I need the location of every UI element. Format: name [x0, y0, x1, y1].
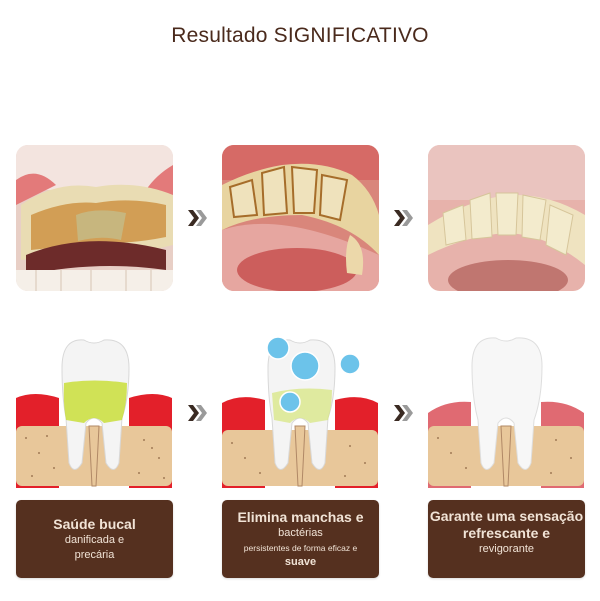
- double-chevron-right-icon: [186, 207, 210, 229]
- caption-line: Garante uma sensação: [429, 508, 584, 524]
- caption-box-step-3: Garante uma sensação refrescante e revig…: [428, 500, 585, 578]
- caption-line: revigorante: [478, 543, 535, 555]
- caption-line: suave: [284, 555, 317, 568]
- double-chevron-right-icon: [186, 402, 210, 424]
- double-chevron-right-icon: [392, 402, 416, 424]
- caption-line: persistentes de forma eficaz e: [243, 542, 358, 553]
- healthy-tooth-illustration: [426, 328, 586, 488]
- bubble-icons: [266, 336, 361, 413]
- after-photo-clean: [428, 145, 585, 291]
- caption-line: bactérias: [278, 526, 323, 539]
- double-chevron-right-icon: [392, 207, 416, 229]
- caption-line: refrescante e: [462, 525, 551, 541]
- caption-box-step-1: Saúde bucal danificada e precária: [16, 500, 173, 578]
- caption-line: Saúde bucal: [53, 515, 136, 532]
- caption-line: danificada e: [64, 533, 125, 546]
- before-photo-tartar: [16, 145, 173, 291]
- before-photo-stains: [222, 145, 379, 291]
- page-title: Resultado SIGNIFICATIVO: [171, 24, 429, 47]
- caption-line: Elimina manchas e: [237, 508, 364, 525]
- tooth-plaque-illustration: [14, 328, 174, 488]
- tooth-cleaning-illustration: [220, 328, 380, 488]
- caption-box-step-2: Elimina manchas e bactérias persistentes…: [222, 500, 379, 578]
- caption-line: precária: [74, 548, 115, 561]
